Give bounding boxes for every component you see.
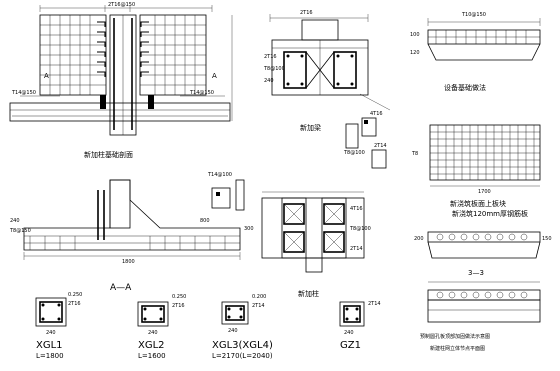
xgl2-label: XGL2 (138, 340, 165, 351)
caption-section-33: 3—3 (468, 269, 484, 277)
plate-width: 1700 (478, 189, 491, 195)
caption-new-column: 新加柱 (298, 289, 319, 298)
svg-text:T8@100: T8@100 (343, 150, 365, 156)
xgl2-side: 2T16 (172, 303, 185, 309)
gz1-side: 2T14 (368, 301, 381, 307)
equipment-foundation: T10@150 100 120 设备基础做法 (410, 12, 541, 92)
caption-section-aa: A—A (110, 283, 132, 293)
plate-reinforcement: 1700 T8 新浇筑板面上板块 新浇筑120mm厚钢筋板 (411, 124, 541, 218)
xgl1-label: XGL1 (36, 340, 63, 351)
caption-plate: 新浇筑板面上板块 (450, 199, 506, 208)
svg-text:T14@150: T14@150 (189, 90, 214, 96)
xgl3-label: XGL3(XGL4) (212, 340, 273, 351)
svg-text:100: 100 (410, 32, 420, 38)
caption-new-beam: 新加梁 (300, 123, 321, 132)
svg-text:T8@100: T8@100 (349, 226, 371, 232)
xgl3-dim: 0.200 (252, 294, 266, 300)
slab-dim: T10@150 (461, 12, 486, 18)
xgl2-width: 240 (148, 330, 158, 336)
svg-text:2T16@150: 2T16@150 (108, 2, 135, 8)
section-xgl3: 0.200 2T14 240 XGL3(XGL4) L=2170(L=2040) (212, 294, 273, 360)
new-beam-detail: 2T16 T8@100 240 2T16 4T16 T8@100 2T14 新加… (263, 10, 391, 169)
svg-text:2T16: 2T16 (300, 10, 313, 16)
svg-text:300: 300 (244, 226, 254, 232)
svg-text:120: 120 (410, 50, 420, 56)
svg-text:4T16: 4T16 (350, 206, 363, 212)
section-xgl2: 0.250 2T16 240 XGL2 L=1600 (137, 294, 186, 360)
caption-column-base: 新加柱基础剖面 (84, 150, 133, 159)
caption-column-note: 新建柱网立体节点平面图 (430, 345, 485, 352)
gz1-width: 240 (344, 330, 354, 336)
svg-text:2T16: 2T16 (264, 54, 277, 60)
xgl1-dim: 0.250 (68, 292, 82, 298)
footing-elevation: 240 T8@150 800 1800 (9, 179, 241, 265)
svg-text:240: 240 (264, 78, 274, 84)
svg-text:800: 800 (200, 218, 210, 224)
section-gz1: 2T14 240 GZ1 (339, 301, 381, 351)
svg-text:4T16: 4T16 (370, 111, 383, 117)
xgl3-width: 240 (228, 328, 238, 334)
svg-text:T14@100: T14@100 (207, 172, 232, 178)
new-column-plan: 4T16 T8@100 2T14 300 新加柱 (244, 191, 371, 298)
base-width: 1800 (122, 259, 135, 265)
xgl3-length: L=2170(L=2040) (212, 352, 273, 360)
svg-text:T8@150: T8@150 (9, 228, 31, 234)
svg-text:T8@100: T8@100 (263, 66, 285, 72)
svg-text:2T14: 2T14 (350, 246, 363, 252)
caption-equipment: 设备基础做法 (444, 83, 486, 92)
xgl1-width: 240 (46, 330, 56, 336)
xgl1-length: L=1800 (36, 352, 64, 360)
svg-text:240: 240 (10, 218, 20, 224)
gz1-label: GZ1 (340, 340, 361, 351)
svg-text:150: 150 (542, 236, 552, 242)
caption-precast: 预制圆孔板顶部加固做法示意图 (420, 333, 490, 340)
svg-text:T8: T8 (411, 151, 418, 157)
section-33: 200 150 3—3 预制圆孔板顶部加固做法示意图 新建柱网立体节点平面图 (414, 231, 552, 352)
xgl3-side: 2T14 (252, 303, 265, 309)
xgl1-side: 2T16 (68, 301, 81, 307)
svg-text:T14@150: T14@150 (11, 90, 36, 96)
svg-text:200: 200 (414, 236, 424, 242)
section-xgl1: 0.250 2T16 240 XGL1 L=1800 (35, 292, 82, 360)
xgl2-dim: 0.250 (172, 294, 186, 300)
caption-plate-note: 新浇筑120mm厚钢筋板 (452, 209, 528, 218)
svg-text:2T14: 2T14 (374, 143, 387, 149)
xgl2-length: L=1600 (138, 352, 166, 360)
svg-text:A: A (212, 72, 217, 80)
small-detail: T14@100 (207, 172, 245, 211)
column-base-section: T14@150 T14@150 A A 2T16@150 新加柱基础剖面 (9, 2, 233, 159)
svg-text:A: A (44, 72, 49, 80)
